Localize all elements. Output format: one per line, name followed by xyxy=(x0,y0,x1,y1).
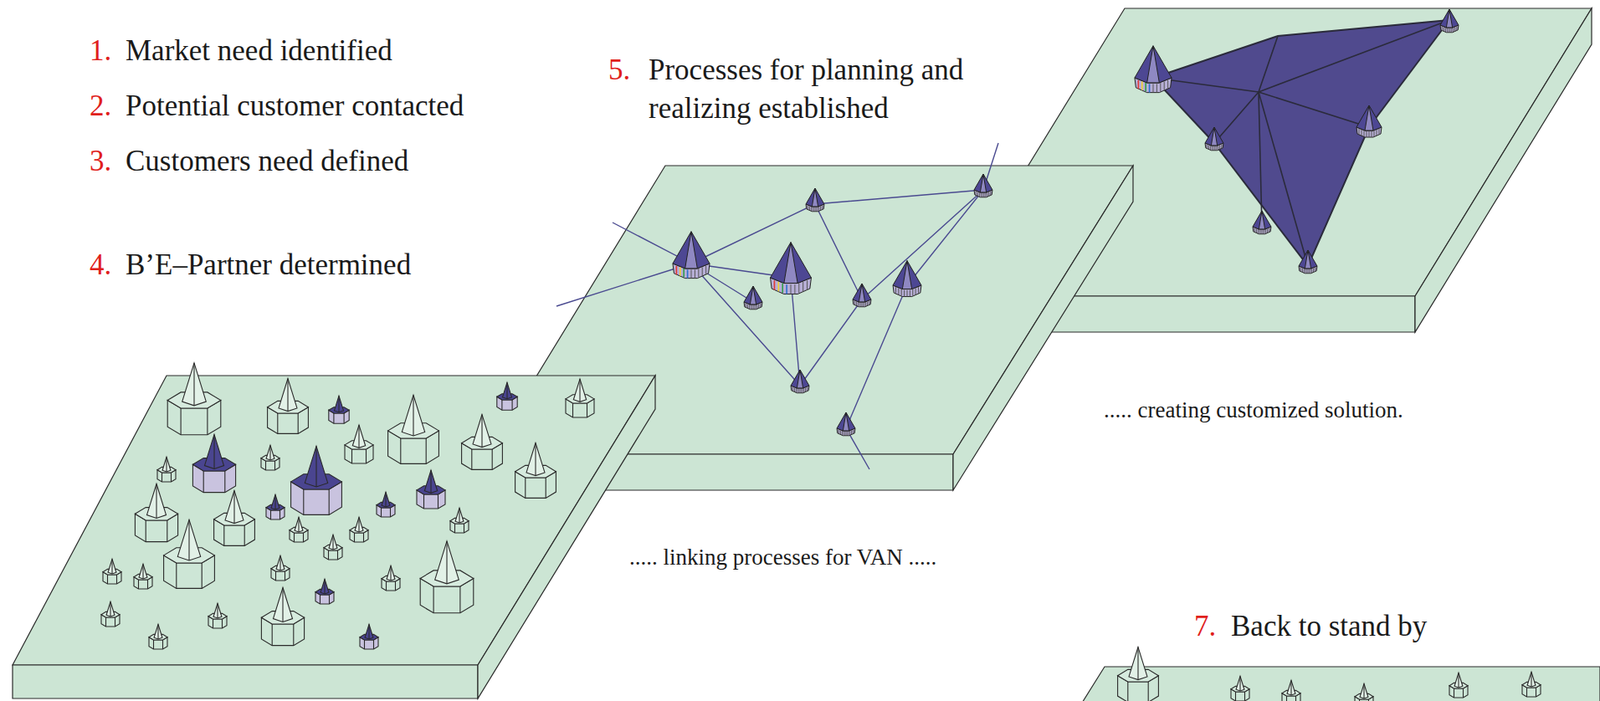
solution-shape xyxy=(1153,20,1450,267)
partner-pyramid xyxy=(1440,9,1459,33)
market-slab xyxy=(12,363,656,699)
company-house xyxy=(376,492,395,518)
company-house xyxy=(450,507,469,534)
callout-number: 1. xyxy=(89,33,112,69)
partner-pyramid xyxy=(974,174,993,198)
company-house xyxy=(1117,647,1159,701)
company-house xyxy=(323,534,343,560)
company-house xyxy=(267,379,309,435)
step-label: Processes for planning and realizing est… xyxy=(648,51,1042,129)
phase-caption: ..... linking processes for VAN ..... xyxy=(629,543,937,571)
phase-caption: ..... creating customized solution. xyxy=(1103,396,1404,424)
company-house xyxy=(266,494,285,520)
partner-pyramid xyxy=(836,412,856,436)
company-house xyxy=(416,470,446,509)
company-house xyxy=(261,445,280,471)
company-house xyxy=(1230,676,1250,701)
company-house xyxy=(328,395,349,424)
company-house xyxy=(167,363,221,436)
company-house xyxy=(164,519,216,589)
partner-pyramid xyxy=(1205,127,1224,151)
company-house xyxy=(565,379,595,418)
company-house xyxy=(388,394,440,464)
company-house xyxy=(214,491,256,547)
company-house xyxy=(1354,683,1374,701)
partner-pyramid xyxy=(805,188,825,212)
company-house xyxy=(261,587,304,646)
standby-slab xyxy=(1079,647,1600,701)
step-label: Back to stand by xyxy=(1230,609,1427,645)
company-house xyxy=(497,382,518,411)
step-label: B’E–Partner determined xyxy=(125,247,411,283)
company-house xyxy=(1282,680,1301,701)
company-house xyxy=(1522,671,1541,698)
company-house xyxy=(271,555,290,581)
partner-pyramid xyxy=(790,369,810,394)
company-house xyxy=(157,456,176,483)
company-house xyxy=(101,601,120,627)
solution-facet-lines xyxy=(1153,20,1450,267)
partner-pyramid xyxy=(892,261,922,298)
company-house xyxy=(289,517,308,543)
company-house xyxy=(344,425,374,464)
callout-number: 3. xyxy=(89,143,112,180)
partner-pyramid xyxy=(743,286,763,310)
company-house xyxy=(461,415,503,471)
company-house xyxy=(381,565,400,591)
company-house xyxy=(291,446,343,515)
step-label: Potential customer contacted xyxy=(125,88,464,124)
company-house xyxy=(102,558,122,585)
company-house xyxy=(420,541,474,614)
callout-number: 7. xyxy=(1194,609,1216,645)
company-house xyxy=(134,483,178,542)
partner-pyramid xyxy=(852,283,872,308)
company-house xyxy=(208,603,227,629)
partner-pyramid xyxy=(1252,210,1272,235)
company-house xyxy=(1449,672,1468,698)
partner-pyramid xyxy=(770,242,812,295)
company-house xyxy=(515,443,557,499)
callout-number: 5. xyxy=(608,51,631,90)
company-house xyxy=(349,517,369,543)
company-house xyxy=(133,564,153,590)
partner-pyramid xyxy=(1356,105,1382,138)
partner-pyramid xyxy=(1298,250,1318,274)
company-house xyxy=(192,434,236,493)
partner-pyramid xyxy=(672,231,710,279)
company-house xyxy=(315,579,334,605)
step-label: Market need identified xyxy=(125,33,393,69)
callout-number: 4. xyxy=(89,247,112,283)
company-house xyxy=(359,624,379,650)
partner-pyramid xyxy=(1134,46,1172,93)
callout-number: 2. xyxy=(89,88,112,124)
company-house xyxy=(148,624,168,650)
step-label: Customers need defined xyxy=(125,143,409,180)
